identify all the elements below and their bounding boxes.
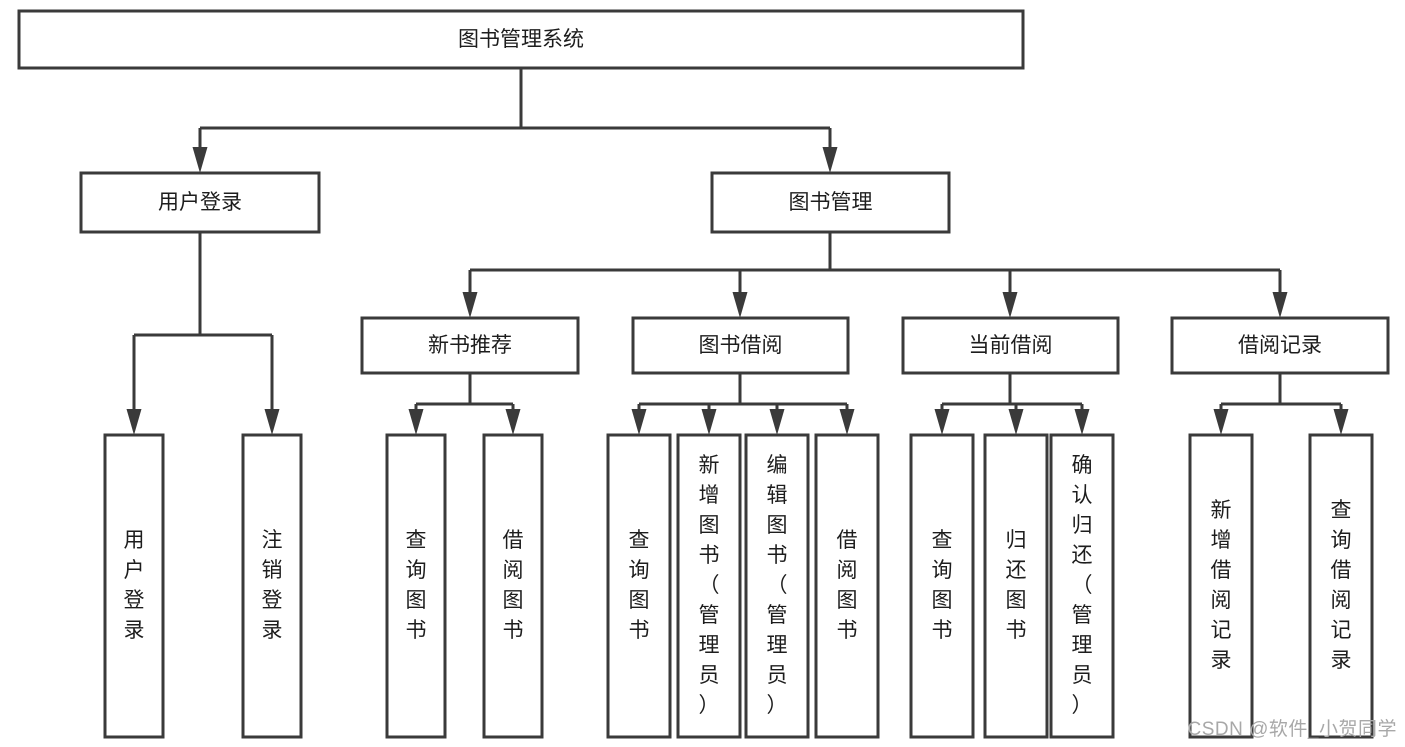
- node-label: 图书管理系统: [458, 28, 584, 51]
- node-box: [744, 433, 810, 739]
- node-box: [1308, 433, 1374, 739]
- arrow-connector: [1008, 404, 1024, 435]
- node-box: [17, 9, 1025, 70]
- node-leaf-add-book[interactable]: 新增图书（管理员）: [676, 433, 742, 739]
- node-label: 借阅图书: [503, 529, 524, 642]
- node-book-manage[interactable]: 图书管理: [710, 171, 951, 234]
- arrow-connector: [822, 128, 838, 173]
- arrow-connector: [505, 404, 521, 435]
- arrow-connector: [264, 335, 280, 435]
- branch-connector: [639, 373, 847, 406]
- node-label: 借阅记录: [1238, 334, 1322, 357]
- node-label: 新增借阅记录: [1211, 499, 1232, 672]
- arrow-connector: [1272, 270, 1288, 318]
- node-box: [482, 433, 544, 739]
- node-box: [241, 433, 303, 739]
- node-label: 借阅图书: [837, 529, 858, 642]
- arrow-connector: [1002, 270, 1018, 318]
- node-label: 图书借阅: [699, 334, 783, 357]
- node-box: [1188, 433, 1254, 739]
- node-leaf-query-book-rec[interactable]: 查询图书: [385, 433, 447, 739]
- branch-connector: [416, 373, 513, 406]
- node-root[interactable]: 图书管理系统: [17, 9, 1025, 70]
- node-label: 新增图书（管理员）: [699, 454, 720, 717]
- node-leaf-user-login[interactable]: 用户登录: [103, 433, 165, 739]
- node-leaf-borrow-book-rec[interactable]: 借阅图书: [482, 433, 544, 739]
- arrow-connector: [839, 404, 855, 435]
- node-label: 用户登录: [124, 529, 145, 642]
- node-box: [360, 316, 580, 375]
- node-leaf-add-borrow-record[interactable]: 新增借阅记录: [1188, 433, 1254, 739]
- arrow-connector: [1074, 404, 1090, 435]
- arrow-connector: [1333, 404, 1349, 435]
- arrow-connector: [701, 404, 717, 435]
- branch-connector: [200, 68, 830, 130]
- node-leaf-query-book-borrow[interactable]: 查询图书: [606, 433, 672, 739]
- arrow-connector: [126, 335, 142, 435]
- node-label: 确认归还（管理员）: [1072, 454, 1093, 717]
- branch-connector: [134, 232, 272, 337]
- node-label: 查询图书: [629, 529, 650, 642]
- node-box: [983, 433, 1049, 739]
- arrow-connector: [769, 404, 785, 435]
- node-box: [631, 316, 850, 375]
- node-user-login[interactable]: 用户登录: [79, 171, 321, 234]
- node-box: [710, 171, 951, 234]
- connector-layer: [134, 68, 1341, 406]
- node-label: 归还图书: [1006, 529, 1027, 642]
- node-box: [676, 433, 742, 739]
- node-leaf-return-book[interactable]: 归还图书: [983, 433, 1049, 739]
- node-label: 注销登录: [262, 529, 283, 642]
- node-box: [385, 433, 447, 739]
- node-borrow-record[interactable]: 借阅记录: [1170, 316, 1390, 375]
- node-leaf-query-borrow-record[interactable]: 查询借阅记录: [1308, 433, 1374, 739]
- node-label: 查询图书: [932, 529, 953, 642]
- arrow-connector: [1213, 404, 1229, 435]
- node-box: [901, 316, 1120, 375]
- node-leaf-user-logout[interactable]: 注销登录: [241, 433, 303, 739]
- arrow-connector: [934, 404, 950, 435]
- node-box: [814, 433, 880, 739]
- arrow-connector: [462, 270, 478, 318]
- node-box: [103, 433, 165, 739]
- node-box: [606, 433, 672, 739]
- node-leaf-edit-book[interactable]: 编辑图书（管理员）: [744, 433, 810, 739]
- node-new-book-recommend[interactable]: 新书推荐: [360, 316, 580, 375]
- node-book-borrow[interactable]: 图书借阅: [631, 316, 850, 375]
- node-label: 当前借阅: [969, 334, 1053, 357]
- branch-connector: [1221, 373, 1341, 406]
- arrow-connector: [192, 128, 208, 173]
- node-current-borrow[interactable]: 当前借阅: [901, 316, 1120, 375]
- arrow-connector: [732, 270, 748, 318]
- node-label: 新书推荐: [428, 334, 512, 357]
- arrow-layer: [126, 128, 1349, 435]
- arrow-connector: [408, 404, 424, 435]
- node-box: [79, 171, 321, 234]
- node-leaf-borrow-book[interactable]: 借阅图书: [814, 433, 880, 739]
- branch-connector: [942, 373, 1082, 406]
- branch-connector: [470, 232, 1280, 272]
- node-leaf-query-book-cur[interactable]: 查询图书: [909, 433, 975, 739]
- node-box: [1049, 433, 1115, 739]
- node-label: 查询借阅记录: [1331, 499, 1352, 672]
- node-leaf-confirm-return[interactable]: 确认归还（管理员）: [1049, 433, 1115, 739]
- node-label: 编辑图书（管理员）: [767, 454, 788, 717]
- node-layer: 图书管理系统用户登录图书管理新书推荐图书借阅当前借阅借阅记录用户登录注销登录查询…: [17, 9, 1390, 739]
- node-label: 用户登录: [158, 191, 242, 214]
- node-label: 查询图书: [406, 529, 427, 642]
- arrow-connector: [631, 404, 647, 435]
- node-box: [909, 433, 975, 739]
- node-box: [1170, 316, 1390, 375]
- node-label: 图书管理: [789, 191, 873, 214]
